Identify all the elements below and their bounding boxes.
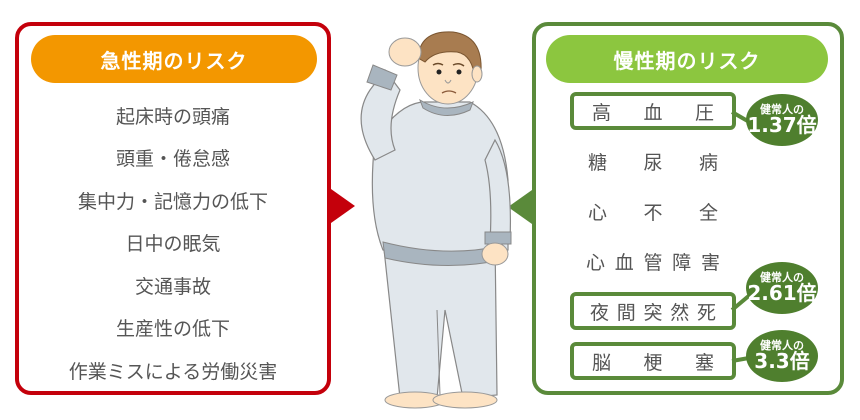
badge-value: 1.37倍 [747, 113, 817, 138]
acute-risk-item: 起床時の頭痛 [115, 105, 230, 128]
char: 尿 [643, 151, 663, 174]
acute-risk-item: 作業ミスによる労働災害 [68, 360, 278, 383]
acute-risk-title: 急性期のリスク [31, 35, 317, 83]
acute-risk-item: 交通事故 [134, 275, 211, 298]
badge-value: 2.61倍 [747, 281, 817, 306]
ratio-badge-stroke: 健常人の 3.3倍 [746, 330, 818, 382]
badge-label: 健常人の [760, 338, 804, 352]
char: 血 [643, 101, 663, 124]
char: 糖 [588, 151, 608, 174]
char: 心 [586, 251, 606, 274]
arrow-right-icon [331, 189, 355, 223]
char: 不 [643, 201, 663, 224]
ratio-badge-hypertension: 健常人の 1.37倍 [746, 94, 818, 146]
acute-risk-item: 生産性の低下 [115, 318, 230, 341]
char: 梗 [643, 351, 663, 374]
char: 管 [643, 251, 663, 274]
char: 塞 [694, 351, 714, 374]
acute-risk-item: 日中の眠気 [125, 233, 221, 256]
chronic-risk-item-cardiovascular: 心 血 管 障 害 [570, 242, 736, 280]
char: 間 [616, 301, 636, 324]
ratio-badge-sudden-death: 健常人の 2.61倍 [746, 262, 818, 314]
char: 心 [588, 201, 608, 224]
chronic-risk-item-diabetes: 糖 尿 病 [570, 142, 736, 180]
char: 圧 [694, 101, 714, 124]
acute-risk-item: 集中力・記憶力の低下 [77, 190, 268, 213]
chronic-risk-item-sudden-death: 夜 間 突 然 死 [570, 292, 736, 330]
char: 全 [698, 201, 718, 224]
badge-label: 健常人の [760, 102, 804, 116]
acute-risk-panel: 急性期のリスク 起床時の頭痛 頭重・倦怠感 集中力・記憶力の低下 日中の眠気 交… [15, 22, 331, 395]
chronic-risk-panel: 慢性期のリスク 高 血 圧 糖 尿 病 心 不 全 心 血 管 障 害 夜 間 … [532, 22, 844, 395]
chronic-risk-item-stroke: 脳 梗 塞 [570, 342, 736, 380]
acute-risk-list: 起床時の頭痛 頭重・倦怠感 集中力・記憶力の低下 日中の眠気 交通事故 生産性の… [19, 94, 327, 392]
char: 害 [700, 251, 720, 274]
chronic-risk-item-heart-failure: 心 不 全 [570, 192, 736, 230]
char: 死 [696, 301, 716, 324]
char: 障 [672, 251, 692, 274]
arrow-left-icon [508, 190, 532, 224]
chronic-risk-item-hypertension: 高 血 圧 [570, 92, 736, 130]
char: 病 [698, 151, 718, 174]
char: 脳 [592, 351, 612, 374]
char: 高 [592, 101, 612, 124]
char: 血 [614, 251, 634, 274]
char: 突 [643, 301, 663, 324]
badge-label: 健常人の [760, 270, 804, 284]
man-holding-head-illustration [360, 31, 512, 409]
badge-value: 3.3倍 [754, 349, 810, 374]
chronic-risk-title: 慢性期のリスク [546, 35, 828, 83]
char: 夜 [590, 301, 610, 324]
acute-risk-item: 頭重・倦怠感 [115, 148, 230, 171]
char: 然 [670, 301, 690, 324]
